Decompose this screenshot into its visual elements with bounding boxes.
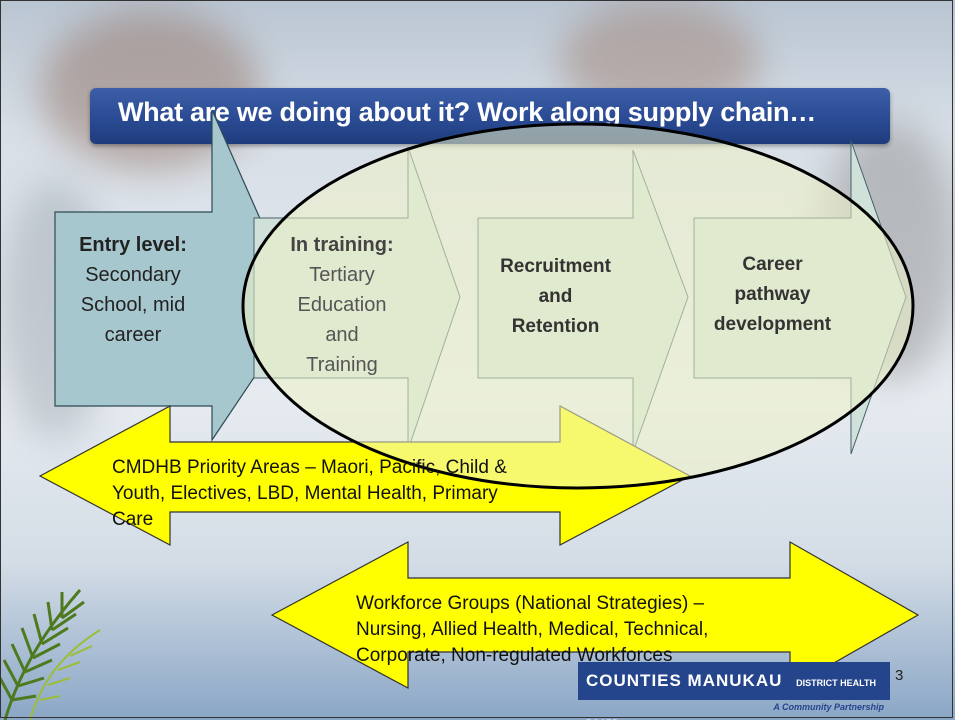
page-number: 3 (895, 667, 904, 684)
logo-suffix: DISTRICT HEALTH BOARD (586, 678, 876, 720)
entry-level-line: School, mid (80, 294, 186, 316)
recruitment-stage-text: Recruitment and Retention (478, 252, 633, 342)
training-stage-line: Training (306, 354, 378, 376)
logo-band: COUNTIES MANUKAU DISTRICT HEALTH BOARD (578, 662, 890, 720)
training-stage-line: Tertiary (309, 264, 375, 286)
focus-ellipse (241, 122, 915, 490)
entry-level-text: Entry level: Secondary School, mid caree… (62, 230, 204, 350)
workforce-groups-line: Workforce Groups (National Strategies) – (356, 593, 705, 614)
training-stage-line: Education (297, 294, 387, 316)
workforce-groups-line: Nursing, Allied Health, Medical, Technic… (356, 619, 709, 640)
career-stage-text: Career pathway development (694, 250, 851, 340)
health-board-logo: COUNTIES MANUKAU DISTRICT HEALTH BOARD A… (578, 662, 890, 720)
career-stage-line: pathway (734, 284, 811, 305)
recruitment-stage-line: Recruitment (500, 256, 611, 277)
fern-decoration-icon (0, 589, 101, 720)
recruitment-stage-line: and (538, 286, 573, 307)
training-stage-heading: In training: (290, 234, 394, 256)
training-stage-text: In training: Tertiary Education and Trai… (272, 230, 412, 380)
training-stage-line: and (325, 324, 359, 346)
workforce-groups-arrow (270, 540, 920, 690)
workforce-groups-line: Corporate, Non-regulated Workforces (356, 645, 673, 666)
priority-areas-line: Care (112, 509, 154, 530)
entry-level-line: Secondary (85, 264, 181, 286)
career-stage-line: development (713, 314, 832, 335)
workforce-groups-text: Workforce Groups (National Strategies) –… (356, 591, 826, 669)
entry-level-line: career (104, 324, 162, 346)
priority-areas-text: CMDHB Priority Areas – Maori, Pacific, C… (112, 455, 672, 533)
logo-name: COUNTIES MANUKAU (586, 671, 783, 690)
priority-areas-line: CMDHB Priority Areas – Maori, Pacific, C… (112, 457, 507, 478)
priority-areas-line: Youth, Electives, LBD, Mental Health, Pr… (112, 483, 498, 504)
career-stage-line: Career (742, 254, 803, 275)
slide-title: What are we doing about it? Work along s… (118, 97, 816, 127)
recruitment-stage-line: Retention (511, 316, 600, 337)
logo-tagline: A Community Partnership (773, 702, 884, 712)
entry-level-heading: Entry level: (79, 234, 187, 256)
